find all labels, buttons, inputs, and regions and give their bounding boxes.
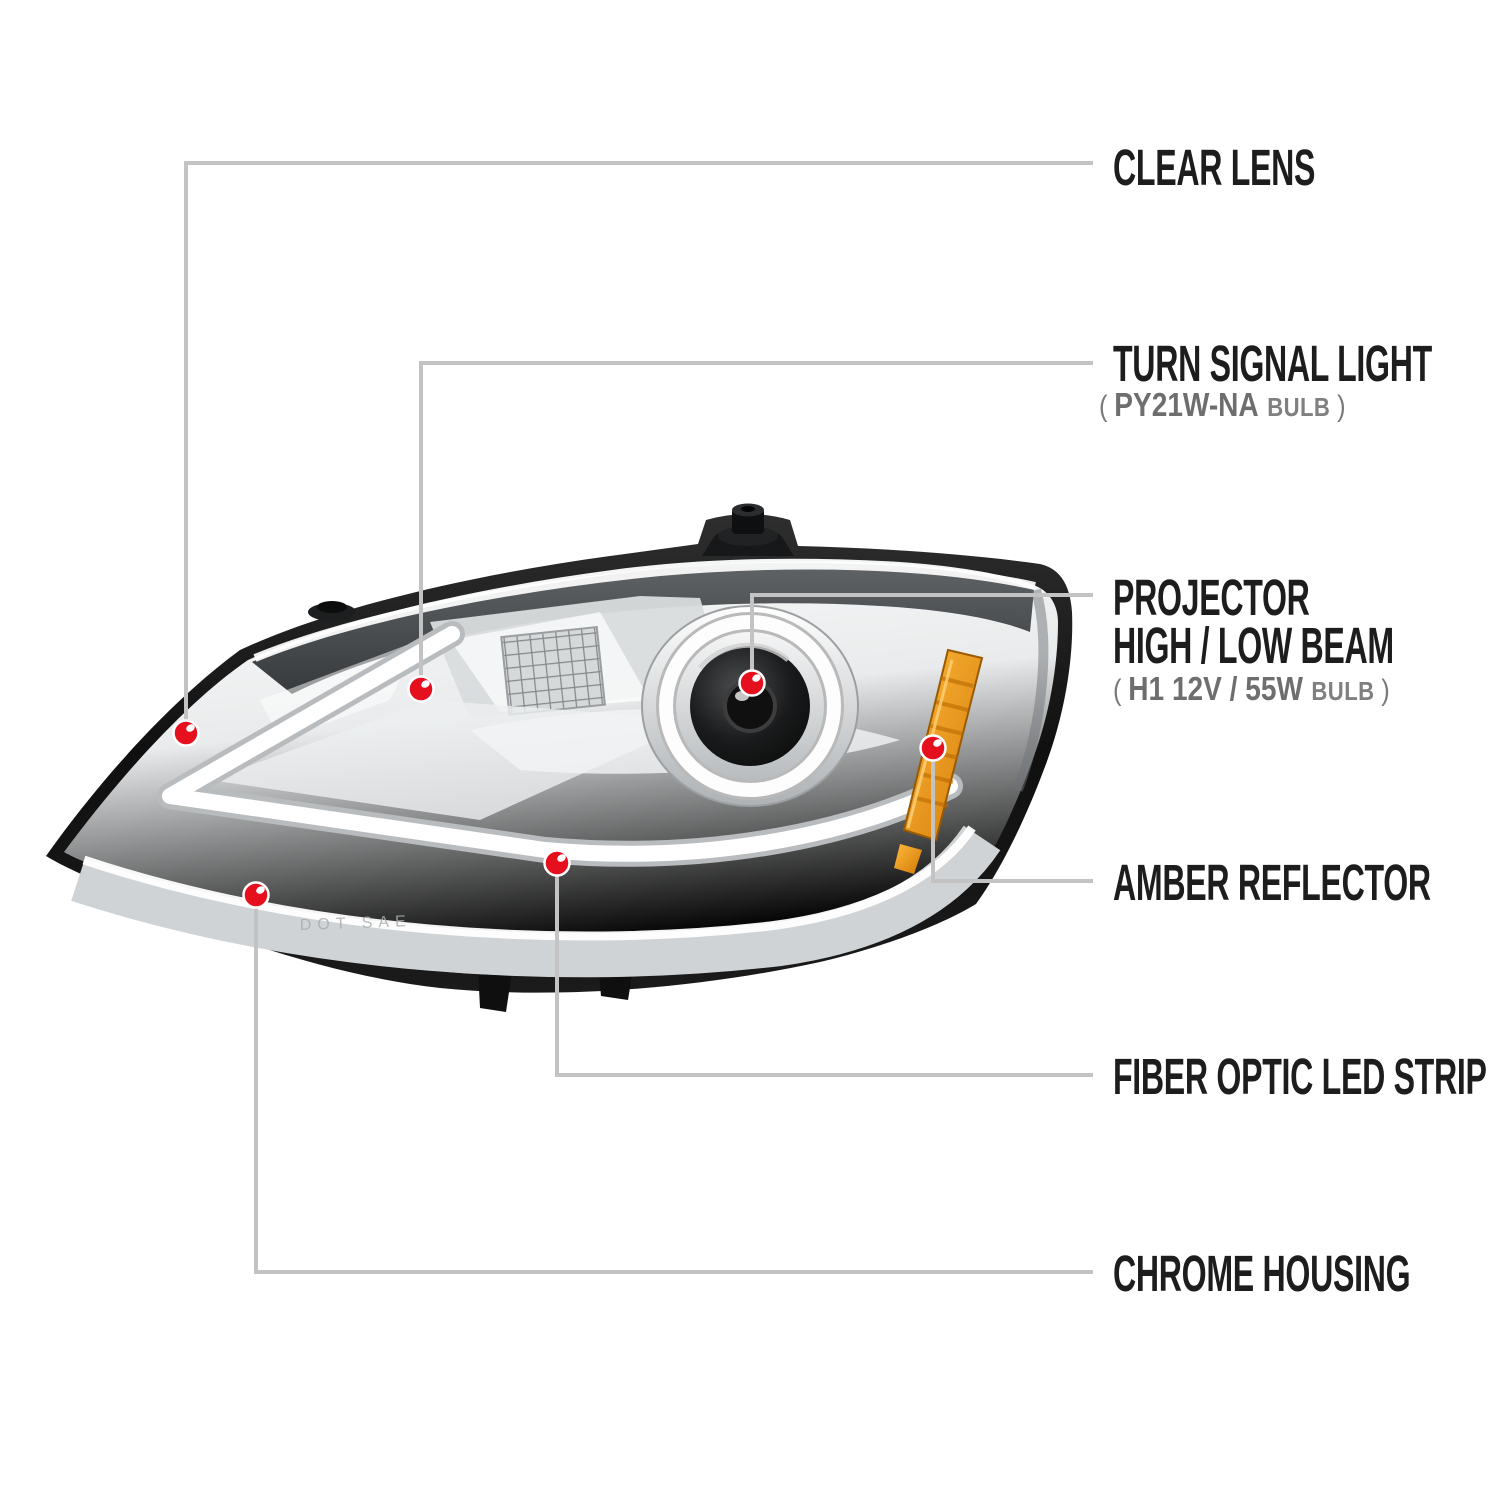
paren-close: ) [1381,674,1390,708]
sublabel-turn-signal-bulb: (PY21W-NA BULB) [1099,388,1346,422]
callout-dots [172,669,947,909]
label-turn-signal: TURN SIGNAL LIGHT [1113,335,1432,393]
paren-close: ) [1337,390,1346,424]
paren-open: ( [1113,674,1122,708]
mounting-bolt-large [702,503,794,556]
headlight-illustration: DOT SAE [46,503,1073,1012]
bulb-code: PY21W-NA [1114,386,1259,424]
lens-marking: DOT SAE [300,913,412,934]
callout-dot-clear-lens [172,719,200,747]
callout-dot-fiber-optic [543,849,571,877]
bulb-code: H1 12V / 55W [1128,670,1303,708]
callout-dot-chrome-housing [242,881,270,909]
optic-crosshatch [500,625,607,716]
callout-line-chrome-housing [254,895,1093,1274]
callout-dot-turn-signal [407,675,435,703]
sublabel-projector-bulb: (H1 12V / 55W BULB) [1113,672,1390,706]
label-clear-lens: CLEAR LENS [1113,139,1316,197]
callout-dot-amber-reflector [919,734,947,762]
drl-tube [157,621,963,867]
bulb-word: BULB [1311,676,1375,707]
label-fiber-optic: FIBER OPTIC LED STRIP [1113,1048,1487,1106]
callout-dot-projector [738,669,766,697]
paren-open: ( [1099,390,1108,424]
callout-line-projector [750,593,1093,683]
callout-line-clear-lens [184,161,1093,733]
callout-lines [184,161,1093,1274]
label-projector-line1: PROJECTOR [1113,569,1310,627]
upper-drl-glint [253,561,1036,662]
callout-line-fiber-optic [555,863,1093,1077]
mounting-tab [478,968,512,1012]
bulb-word: BULB [1267,392,1331,423]
label-projector-line2: HIGH / LOW BEAM [1113,617,1394,675]
right-inner-shadow [1013,588,1049,792]
callout-line-turn-signal [419,361,1093,689]
callout-line-amber-reflector [931,748,1093,883]
mounting-bolt-small [308,601,356,621]
label-amber-reflector: AMBER REFLECTOR [1113,854,1431,912]
label-chrome-housing: CHROME HOUSING [1113,1245,1411,1303]
